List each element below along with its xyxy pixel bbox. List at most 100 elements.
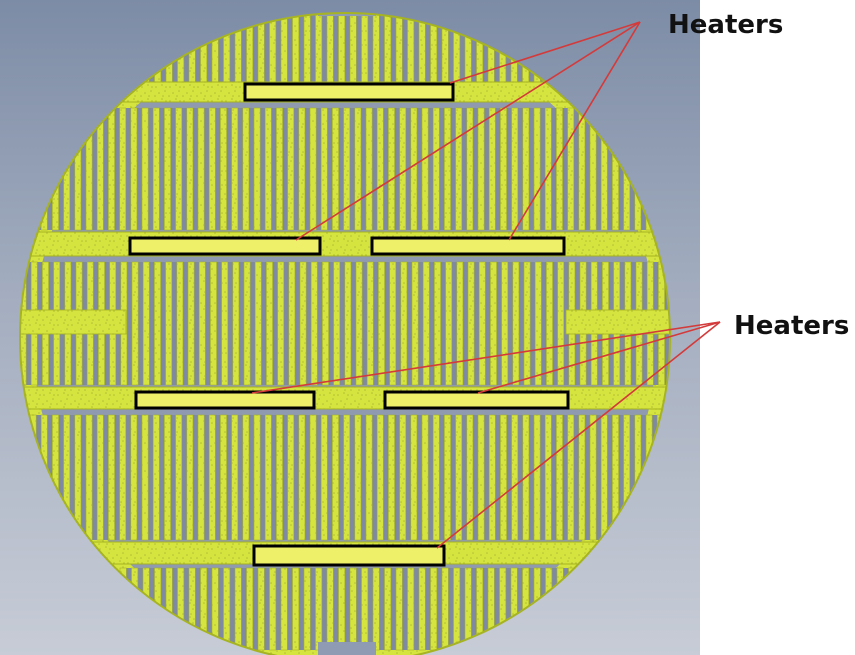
flow-rib xyxy=(108,414,115,541)
flow-rib xyxy=(444,107,451,231)
flow-rib xyxy=(303,14,311,83)
flow-rib xyxy=(197,107,205,231)
flow-rib xyxy=(545,567,553,651)
flow-rib xyxy=(292,567,300,651)
flow-rib xyxy=(344,261,352,386)
rib-band-5 xyxy=(119,567,576,651)
flow-rib xyxy=(376,107,384,231)
flow-rib xyxy=(234,14,242,83)
flow-rib xyxy=(343,107,351,231)
cad-viewport xyxy=(0,0,700,655)
flow-rib xyxy=(441,567,449,651)
flow-rib xyxy=(372,14,380,83)
flow-rib xyxy=(186,414,194,541)
flow-rib xyxy=(52,414,59,541)
flow-rib xyxy=(568,14,576,83)
flow-rib xyxy=(85,107,93,231)
flow-rib xyxy=(444,414,451,541)
flow-rib xyxy=(175,414,183,541)
flow-rib xyxy=(303,567,311,651)
flow-rib xyxy=(165,261,173,386)
flow-rib xyxy=(455,107,463,231)
flow-rib xyxy=(186,107,194,231)
flow-rib xyxy=(188,567,196,651)
flow-rib xyxy=(187,261,195,386)
flow-rib xyxy=(453,567,461,651)
flow-rib xyxy=(131,567,139,651)
flow-rib xyxy=(322,261,329,386)
flow-rib xyxy=(231,107,239,231)
flow-rib xyxy=(545,14,553,83)
flow-rib xyxy=(197,414,205,541)
flow-rib xyxy=(223,14,231,83)
rib-band-1 xyxy=(119,14,576,83)
flow-rib xyxy=(366,261,374,386)
flow-rib xyxy=(567,107,575,231)
flow-rib xyxy=(264,414,272,541)
flow-rib xyxy=(320,107,328,231)
heaters-label-top: Heaters xyxy=(668,10,784,40)
flow-rib xyxy=(510,567,518,651)
flow-rib xyxy=(298,107,306,231)
flow-rib xyxy=(453,14,461,83)
flow-rib xyxy=(231,414,239,541)
flow-rib xyxy=(315,567,323,651)
flow-rib xyxy=(254,261,262,386)
bipolar-plate-diagram xyxy=(19,12,671,655)
flow-rib xyxy=(456,261,464,386)
flow-rib xyxy=(378,261,385,386)
flow-rib xyxy=(476,14,484,83)
flow-rib xyxy=(399,414,407,541)
flow-rib xyxy=(455,414,463,541)
flow-rib xyxy=(277,261,285,386)
heater-5 xyxy=(383,390,570,410)
flow-rib xyxy=(556,414,563,541)
heater-3 xyxy=(370,236,566,256)
flow-rib xyxy=(309,414,317,541)
flow-rib xyxy=(85,414,93,541)
flow-rib xyxy=(177,14,185,83)
flow-rib xyxy=(130,414,138,541)
flow-rib xyxy=(264,107,272,231)
flow-rib xyxy=(242,107,250,231)
flow-rib xyxy=(320,414,328,541)
flow-rib xyxy=(623,414,631,541)
flow-rib xyxy=(220,414,227,541)
flow-rib xyxy=(372,567,380,651)
flow-rib xyxy=(310,261,318,386)
flow-rib xyxy=(612,107,619,231)
flow-rib xyxy=(376,414,384,541)
flow-rib xyxy=(499,567,507,651)
flow-rib xyxy=(511,414,519,541)
flow-rib xyxy=(399,107,407,231)
flow-rib xyxy=(246,14,254,83)
flow-rib xyxy=(131,14,139,83)
flow-rib xyxy=(623,107,631,231)
flow-rib xyxy=(287,414,295,541)
flow-rib xyxy=(441,14,449,83)
flow-rib xyxy=(175,107,183,231)
flow-rib xyxy=(499,14,507,83)
flow-rib xyxy=(141,414,149,541)
flow-rib xyxy=(395,567,403,651)
flow-rib xyxy=(165,14,173,83)
top-notch xyxy=(318,13,376,16)
flow-rib xyxy=(361,14,369,83)
flow-rib xyxy=(232,261,240,386)
flow-rib xyxy=(349,14,357,83)
flow-rib xyxy=(74,107,82,231)
flow-rib xyxy=(210,261,217,386)
flow-rib xyxy=(656,107,664,231)
heater-2 xyxy=(128,236,322,256)
flow-rib xyxy=(634,107,642,231)
flow-rib xyxy=(152,107,160,231)
flow-rib xyxy=(211,14,219,83)
flow-rib xyxy=(656,414,664,541)
flow-rib xyxy=(421,107,429,231)
flow-rib xyxy=(546,261,553,386)
flow-rib xyxy=(476,567,484,651)
flow-rib xyxy=(220,107,227,231)
flow-rib xyxy=(29,107,37,231)
flow-rib xyxy=(544,414,552,541)
flow-rib xyxy=(500,414,507,541)
